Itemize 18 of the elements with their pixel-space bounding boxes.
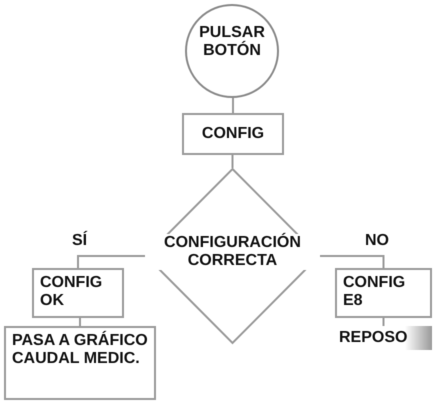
connector-line (77, 255, 145, 268)
node-label: PASA A GRÁFICO CAUDAL MEDIC. (12, 332, 148, 368)
decision-diamond (145, 168, 320, 344)
process-box (335, 268, 432, 318)
connector-line (79, 318, 81, 326)
connector-line (232, 155, 234, 168)
connector-line (232, 98, 234, 113)
node-label: CONFIGURACIÓN CORRECTA (145, 234, 320, 270)
connector-line (382, 318, 384, 326)
connector-line (320, 255, 384, 268)
node-label: REPOSO (339, 329, 408, 347)
node-label: CONFIG (202, 125, 264, 143)
node-label: PULSAR BOTÓN (198, 24, 266, 60)
process-box (32, 268, 124, 318)
process-box (182, 113, 284, 155)
node-label: CONFIG OK (40, 274, 104, 310)
node-label: CONFIG E8 (343, 274, 406, 310)
process-box (4, 326, 156, 400)
